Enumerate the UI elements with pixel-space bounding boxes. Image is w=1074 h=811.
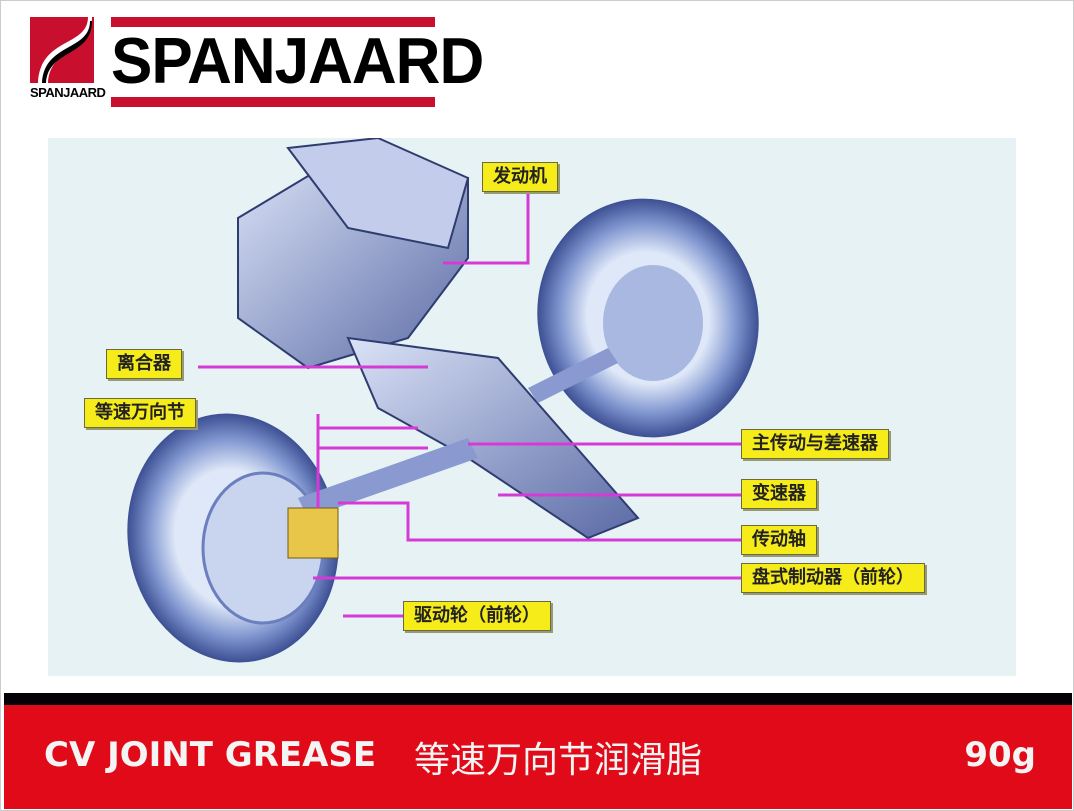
- brand-name: SPANJAARD: [111, 25, 484, 98]
- label-engine: 发动机: [482, 162, 558, 192]
- logo-wordmark: SPANJAARD: [111, 17, 484, 107]
- label-drive-wheel: 驱动轮（前轮）: [403, 601, 551, 631]
- label-final-drive: 主传动与差速器: [741, 429, 889, 459]
- label-drive-shaft: 传动轴: [741, 525, 817, 555]
- label-gearbox: 变速器: [741, 479, 817, 509]
- product-weight: 90g: [964, 735, 1036, 775]
- logo-mark-text: SPANJAARD: [30, 85, 106, 100]
- footer-banner: CV JOINT GREASE 等速万向节润滑脂 90g: [4, 705, 1072, 809]
- label-cv-joint: 等速万向节: [84, 398, 196, 428]
- drivetrain-illustration: [127, 138, 759, 663]
- drivetrain-diagram: 发动机 离合器 等速万向节 主传动与差速器 变速器 传动轴 盘式制动器（前轮） …: [48, 138, 1016, 676]
- product-title: CV JOINT GREASE: [44, 735, 377, 775]
- label-disc-brake: 盘式制动器（前轮）: [741, 563, 925, 593]
- logo-mark: [30, 17, 94, 103]
- label-clutch: 离合器: [106, 349, 182, 379]
- product-title-cn: 等速万向节润滑脂: [414, 740, 703, 781]
- footer-divider: [4, 693, 1072, 705]
